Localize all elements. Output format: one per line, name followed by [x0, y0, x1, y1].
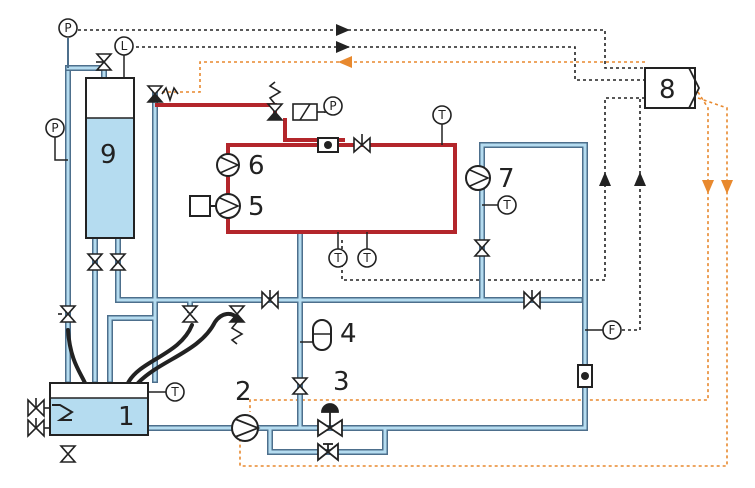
valve-icon — [261, 290, 279, 310]
p-pipe-text: P — [329, 99, 336, 113]
instrument-t-bottom-1: T — [328, 232, 348, 268]
label-1: 1 — [118, 402, 135, 432]
sight-glass-icon — [317, 137, 339, 153]
label-6: 6 — [248, 151, 265, 181]
instrument-t-top: T — [432, 105, 452, 145]
t-hx-text: T — [502, 198, 511, 212]
valve-icon — [291, 377, 309, 395]
valves — [27, 53, 541, 463]
instrument-p-side: P — [45, 118, 68, 161]
instrument-t-tank: T — [148, 382, 185, 402]
relief-valve-icon — [146, 85, 179, 103]
control-valve-3-icon — [317, 403, 343, 438]
signal-lines-orange — [160, 61, 728, 467]
p-top-text: P — [64, 21, 71, 35]
instrument-l-top: L — [114, 36, 134, 78]
valve-icon — [523, 290, 541, 310]
valve-icon — [59, 445, 77, 463]
valve-icon — [95, 53, 113, 71]
valve-icon — [27, 398, 45, 418]
signal-arrows-orange — [338, 56, 733, 194]
label-8: 8 — [659, 75, 676, 105]
storage-tank-1 — [49, 382, 149, 436]
t-bottom-1-text: T — [333, 251, 342, 265]
t-bottom-2-text: T — [362, 251, 371, 265]
valve-icon — [27, 418, 45, 438]
valve-icon — [109, 253, 127, 271]
heat-exchanger-7-icon — [465, 165, 491, 191]
flexible-hoses — [66, 311, 239, 385]
valve-icon — [86, 253, 104, 271]
bypass-valve-icon — [317, 442, 339, 462]
label-5: 5 — [248, 192, 265, 222]
pressure-reducer-icon — [292, 103, 325, 121]
heating-coil-icon — [52, 404, 74, 421]
relief-valve-icon — [266, 81, 284, 121]
pump-6-icon — [216, 153, 240, 177]
valve-icon — [58, 305, 77, 323]
controller-8 — [644, 67, 701, 109]
label-4: 4 — [340, 319, 357, 349]
signal-arrows-black — [336, 24, 646, 186]
valve-icon — [473, 239, 491, 257]
valve-icon — [181, 305, 199, 323]
instrument-p-pipe: P — [323, 96, 343, 116]
relief-valve-icon — [228, 305, 246, 345]
label-7: 7 — [498, 164, 515, 194]
label-3: 3 — [333, 367, 350, 397]
label-2: 2 — [235, 377, 252, 407]
p-side-text: P — [51, 121, 58, 135]
t-top-text: T — [437, 108, 446, 122]
instrument-p-top: P — [58, 18, 78, 68]
pump-5-icon — [189, 193, 241, 219]
label-9: 9 — [100, 140, 117, 170]
instrument-f-flow: F — [585, 320, 622, 340]
expansion-vessel-9 — [85, 77, 135, 239]
valve-icon — [353, 134, 371, 154]
t-tank-text: T — [170, 385, 179, 399]
flow-meter-icon — [577, 364, 593, 388]
accumulator-4-icon — [300, 319, 332, 351]
instrument-t-bottom-2: T — [357, 232, 377, 268]
l-top-text: L — [121, 39, 128, 53]
pump-2-icon — [231, 414, 261, 442]
f-flow-text: F — [609, 323, 616, 337]
instrument-t-hx: T — [482, 195, 517, 215]
